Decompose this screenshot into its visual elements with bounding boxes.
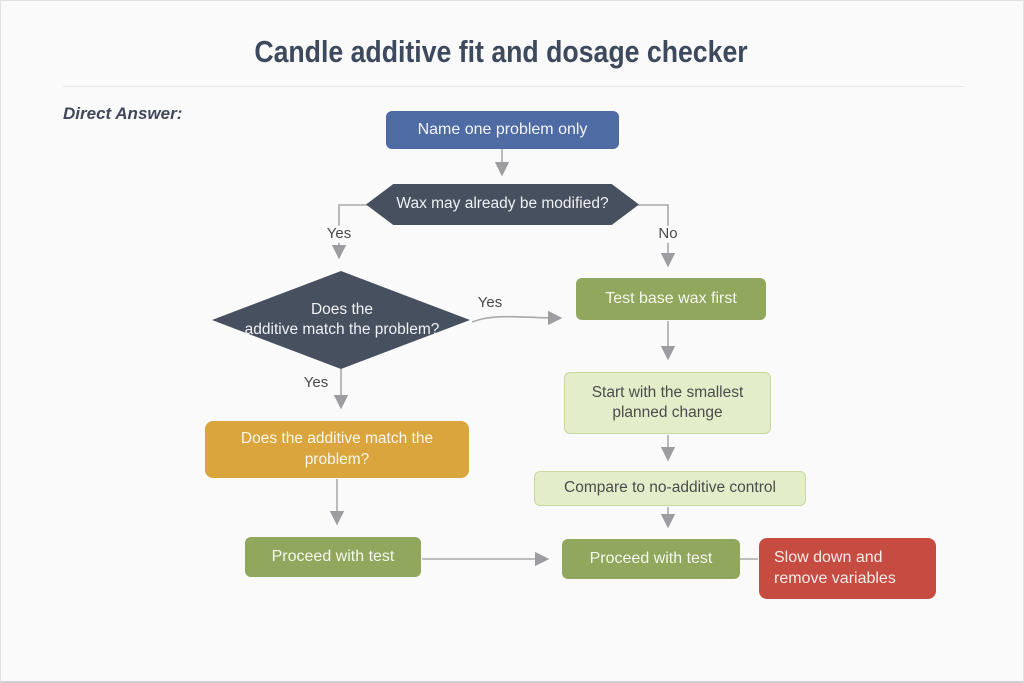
node-smallest-change: Start with the smallest planned change bbox=[564, 372, 771, 434]
node-compare-control: Compare to no-additive control bbox=[534, 471, 806, 506]
arrow-diamond-right-to-testbase bbox=[471, 310, 563, 326]
node-wax-modified-decision: Wax may already be modified? bbox=[366, 184, 639, 225]
diamond-text-line1: Does the bbox=[310, 300, 374, 318]
node-additive-match-decision: Does the additive match the problem? bbox=[197, 271, 487, 369]
arrow-hex-no-to-testbase bbox=[636, 204, 676, 268]
node-slow-down: Slow down and remove variables bbox=[759, 538, 936, 599]
node-proceed-with-test-left: Proceed with test bbox=[245, 537, 421, 577]
node-proceed-with-test-right: Proceed with test bbox=[562, 539, 740, 579]
diamond-text-line2: additive match the problem? bbox=[244, 321, 440, 338]
node-test-base-wax: Test base wax first bbox=[576, 278, 766, 320]
edge-label-diamond-yes-down: Yes bbox=[299, 374, 333, 392]
node-name-one-problem: Name one problem only bbox=[386, 111, 619, 149]
node-dosage-check: Does the additive match the problem? bbox=[205, 421, 469, 478]
section-label: Direct Answer: bbox=[63, 104, 183, 123]
edge-label-diamond-yes-right: Yes bbox=[473, 294, 507, 312]
edge-label-hex-yes: Yes bbox=[322, 225, 356, 243]
title-divider bbox=[63, 86, 964, 87]
page-title: Candle additive fit and dosage checker bbox=[254, 34, 748, 69]
edge-label-hex-no: No bbox=[654, 225, 682, 243]
